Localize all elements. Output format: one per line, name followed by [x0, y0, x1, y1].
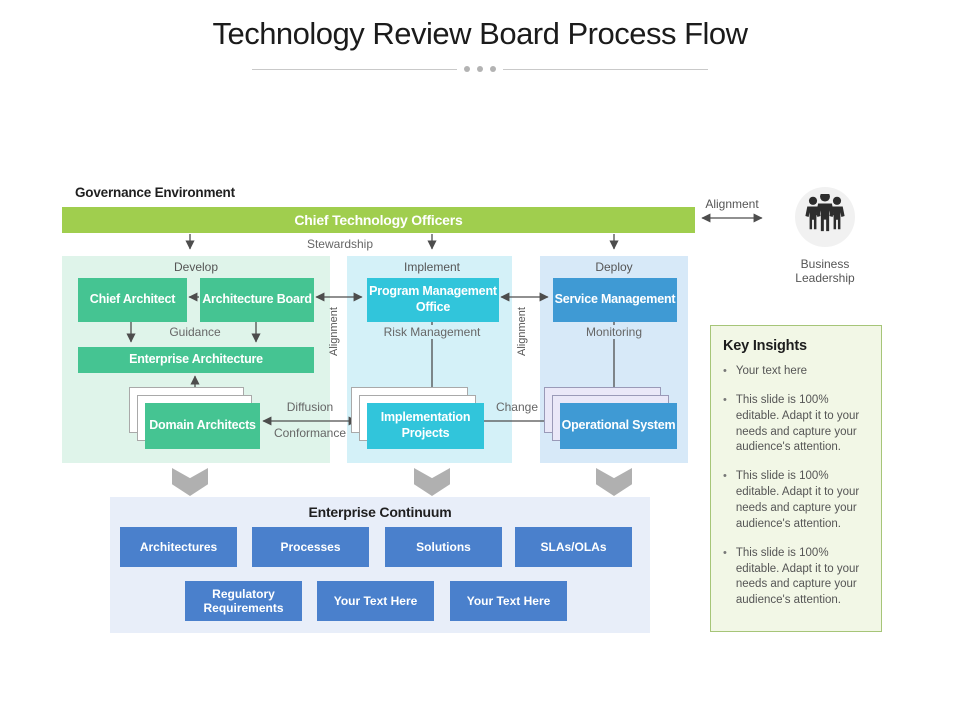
chief-architect-box: Chief Architect	[78, 278, 187, 322]
continuum-box-slas-olas: SLAs/OLAs	[515, 527, 632, 567]
chief-technology-officers-bar: Chief Technology Officers	[62, 207, 695, 233]
divider-dot	[477, 66, 483, 72]
key-insight-item: • Your text here	[723, 364, 871, 380]
guidance-label: Guidance	[169, 325, 221, 339]
bullet-icon: •	[723, 470, 727, 483]
chevron-down-icon	[414, 468, 450, 496]
continuum-box-your-text-2: Your Text Here	[450, 581, 567, 621]
operational-system-box: Operational System	[560, 403, 677, 449]
architecture-board-box: Architecture Board	[200, 278, 314, 322]
key-insights-panel: Key Insights • Your text here • This sli…	[710, 325, 882, 632]
risk-management-label: Risk Management	[372, 325, 492, 339]
enterprise-continuum-title: Enterprise Continuum	[308, 504, 452, 520]
governance-environment-label: Governance Environment	[75, 185, 235, 200]
title-divider	[0, 66, 960, 72]
alignment-label-left: Alignment	[328, 307, 340, 357]
chevron-down-icon	[596, 468, 632, 496]
bullet-icon: •	[723, 393, 727, 406]
service-management-box: Service Management	[553, 278, 677, 322]
continuum-box-architectures: Architectures	[120, 527, 237, 567]
divider-dot	[490, 66, 496, 72]
deploy-phase-label: Deploy	[595, 260, 633, 274]
enterprise-architecture-box: Enterprise Architecture	[78, 347, 314, 373]
key-insight-item: • This slide is 100% editable. Adapt it …	[723, 469, 871, 532]
key-insights-title: Key Insights	[723, 338, 807, 354]
bullet-icon: •	[723, 365, 727, 377]
continuum-box-solutions: Solutions	[385, 527, 502, 567]
implement-phase-label: Implement	[403, 260, 461, 274]
diffusion-label: Diffusion	[286, 400, 334, 414]
alignment-label-top: Alignment	[705, 197, 759, 211]
key-insight-text: This slide is 100% editable. Adapt it to…	[735, 546, 860, 607]
continuum-box-your-text-1: Your Text Here	[317, 581, 434, 621]
change-label: Change	[495, 400, 539, 414]
program-management-office-box: Program Management Office	[367, 278, 499, 322]
divider-line	[503, 68, 708, 70]
bullet-icon: •	[723, 546, 727, 559]
business-leadership-avatar	[795, 187, 855, 247]
monitoring-label: Monitoring	[564, 325, 664, 339]
continuum-box-processes: Processes	[252, 527, 369, 567]
chevron-down-icon	[172, 468, 208, 496]
alignment-label-right: Alignment	[516, 307, 528, 357]
key-insight-text: Your text here	[735, 365, 808, 377]
conformance-label: Conformance	[273, 426, 347, 440]
key-insight-text: This slide is 100% editable. Adapt it to…	[735, 393, 860, 454]
develop-phase-label: Develop	[173, 260, 219, 274]
people-group-icon	[805, 194, 845, 232]
divider-line	[252, 68, 457, 70]
key-insight-text: This slide is 100% editable. Adapt it to…	[735, 470, 860, 530]
divider-dot	[464, 66, 470, 72]
continuum-box-regulatory-requirements: Regulatory Requirements	[185, 581, 302, 621]
domain-architects-box: Domain Architects	[145, 403, 260, 449]
business-leadership-label: Business Leadership	[795, 257, 855, 285]
key-insight-item: • This slide is 100% editable. Adapt it …	[723, 546, 871, 609]
implementation-projects-box: Implementation Projects	[367, 403, 484, 449]
key-insight-item: • This slide is 100% editable. Adapt it …	[723, 393, 871, 456]
stewardship-label: Stewardship	[306, 237, 374, 251]
page-title: Technology Review Board Process Flow	[212, 16, 748, 51]
